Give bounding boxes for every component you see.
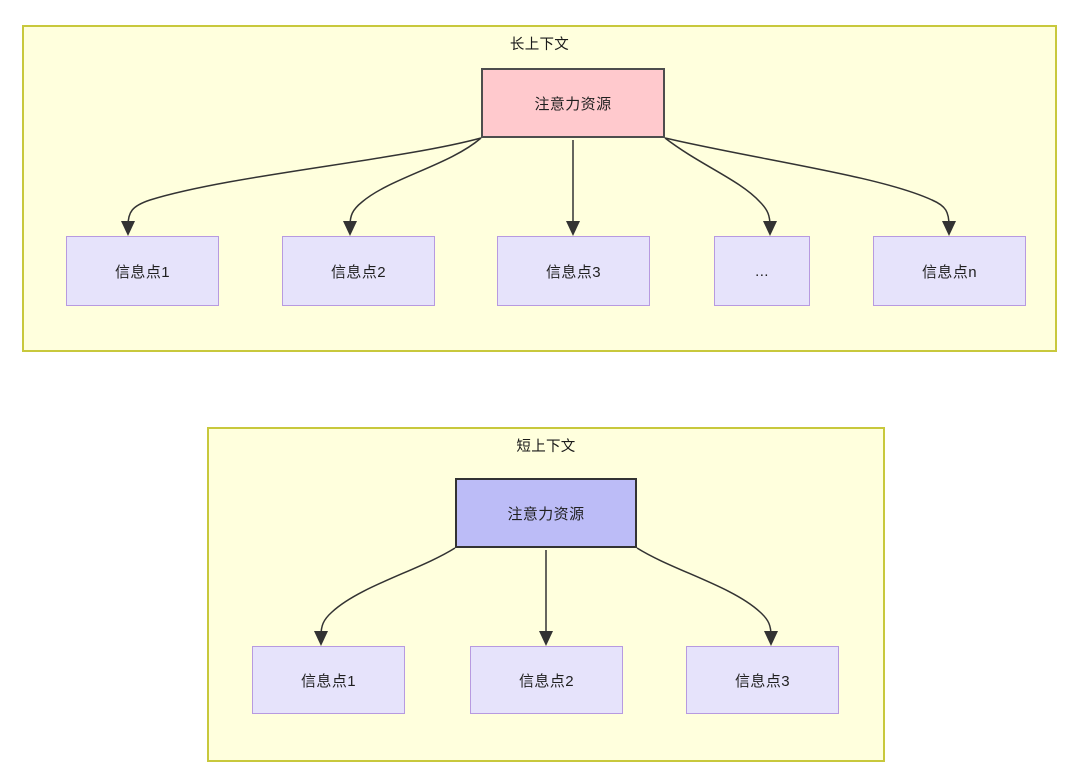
long-context-info-label-ellipsis: ... — [755, 262, 769, 280]
long-context-info-node-n[interactable]: 信息点n — [873, 236, 1026, 306]
long-context-info-label-3: 信息点3 — [546, 263, 601, 281]
long-context-info-node-1[interactable]: 信息点1 — [66, 236, 219, 306]
short-context-title: 短上下文 — [516, 439, 576, 455]
short-context-info-label-2: 信息点2 — [519, 672, 574, 690]
short-context-attention-label: 注意力资源 — [507, 505, 585, 523]
long-context-attention-label: 注意力资源 — [534, 95, 612, 113]
short-context-info-label-3: 信息点3 — [735, 672, 790, 690]
long-context-info-node-3[interactable]: 信息点3 — [497, 236, 650, 306]
short-context-attention-node[interactable]: 注意力资源 — [455, 478, 637, 548]
short-context-info-node-2[interactable]: 信息点2 — [470, 646, 623, 714]
short-context-info-node-3[interactable]: 信息点3 — [686, 646, 839, 714]
long-context-info-node-2[interactable]: 信息点2 — [282, 236, 435, 306]
short-context-info-label-1: 信息点1 — [301, 672, 356, 690]
long-context-info-label-1: 信息点1 — [115, 263, 170, 281]
short-context-info-node-1[interactable]: 信息点1 — [252, 646, 405, 714]
long-context-info-label-2: 信息点2 — [331, 263, 386, 281]
long-context-title: 长上下文 — [509, 37, 570, 53]
long-context-info-node-ellipsis[interactable]: ... — [714, 236, 810, 306]
long-context-attention-node[interactable]: 注意力资源 — [481, 68, 665, 138]
long-context-info-label-n: 信息点n — [922, 263, 977, 281]
